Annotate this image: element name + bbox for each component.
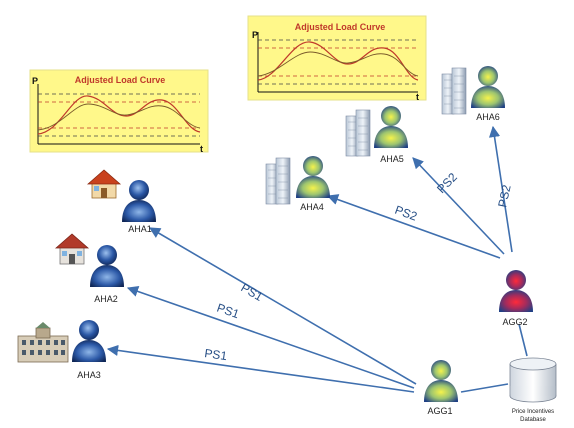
link-label-ps2-aha5: PS2	[434, 170, 460, 196]
user-icon-agg1	[424, 360, 458, 402]
node-label-aha1: AHA1	[128, 224, 152, 234]
office-building-icon-aha6	[441, 67, 467, 115]
y-axis-letter-2: P	[252, 30, 258, 40]
database-label-line2: Database	[520, 417, 546, 423]
user-icon-aha1	[122, 180, 156, 222]
node-label-agg2: AGG2	[502, 317, 527, 327]
user-icon-aha2	[90, 245, 124, 287]
load-curve-panel-2: Adjusted Load Curve P t	[247, 15, 427, 102]
database-icon	[509, 357, 557, 403]
load-curve-title-1: Adjusted Load Curve	[75, 75, 166, 85]
node-label-aha2: AHA2	[94, 294, 118, 304]
y-axis-letter-1: P	[32, 76, 38, 86]
arrow-agg1-aha1	[149, 227, 417, 385]
arrow-agg1-aha2	[126, 286, 415, 389]
house-icon-aha2	[54, 233, 90, 265]
arrow-agg2-aha5	[412, 157, 505, 255]
user-icon-aha4	[296, 156, 330, 198]
user-icon-aha6	[471, 66, 505, 108]
link-agg2-database	[518, 323, 528, 357]
node-label-agg1: AGG1	[427, 406, 452, 416]
node-label-aha4: AHA4	[300, 202, 324, 212]
arrow-agg2-aha6	[488, 125, 513, 253]
x-axis-letter-2: t	[416, 92, 419, 102]
office-building-icon-aha5	[345, 109, 371, 157]
user-icon-agg2	[499, 270, 533, 312]
node-label-aha5: AHA5	[380, 154, 404, 164]
link-label-ps2-aha6: PS2	[495, 183, 513, 208]
office-building-icon-aha4	[265, 157, 291, 205]
link-label-ps1-aha3: PS1	[204, 346, 229, 363]
x-axis-letter-1: t	[200, 144, 203, 154]
user-icon-aha3	[72, 320, 106, 362]
node-label-aha6: AHA6	[476, 112, 500, 122]
link-agg1-database	[460, 383, 509, 393]
node-label-aha3: AHA3	[77, 370, 101, 380]
user-icon-aha5	[374, 106, 408, 148]
database-label-line1: Price Incentives	[512, 409, 554, 415]
house-icon-aha1	[86, 169, 122, 199]
arrow-agg2-aha4	[326, 194, 501, 259]
link-label-ps1-aha2: PS1	[215, 301, 241, 322]
arrow-agg1-aha3	[106, 344, 415, 393]
link-arrows	[106, 125, 528, 393]
link-label-ps1-aha1: PS1	[239, 280, 266, 304]
apartment-icon-aha3	[17, 322, 69, 363]
load-curve-title-2: Adjusted Load Curve	[295, 22, 386, 32]
load-curve-panel-1: Adjusted Load Curve P t	[29, 69, 209, 154]
